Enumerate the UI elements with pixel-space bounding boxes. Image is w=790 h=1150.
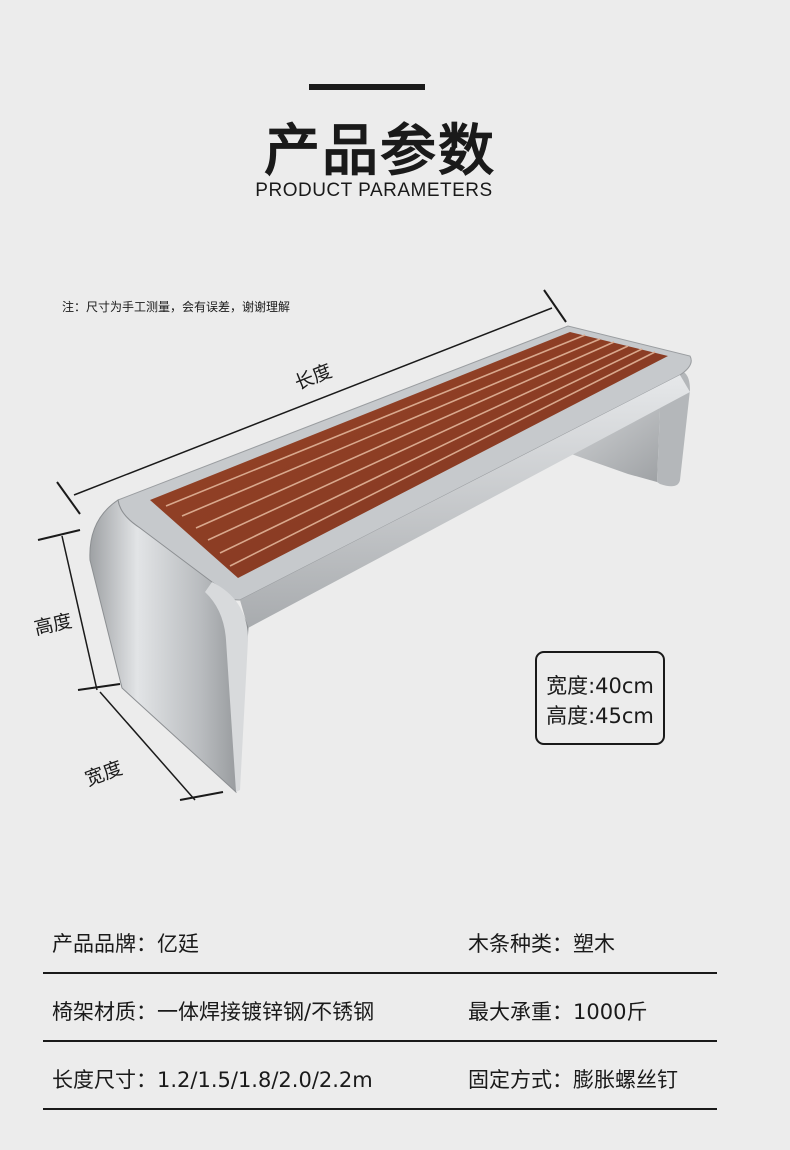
size-spec-box: 宽度:40cm 高度:45cm	[535, 651, 665, 745]
length-label: 长度	[292, 360, 335, 395]
title-accent-bar	[309, 84, 425, 90]
spec-height: 高度:45cm	[546, 704, 654, 728]
param-length: 长度尺寸：1.2/1.5/1.8/2.0/2.2m	[52, 1068, 373, 1092]
width-label: 宽度	[82, 757, 125, 791]
bench-left-leg	[89, 499, 249, 794]
params-row: 椅架材质：一体焊接镀锌钢/不锈钢 最大承重：1000斤	[43, 974, 717, 1042]
param-frame-material: 椅架材质：一体焊接镀锌钢/不锈钢	[52, 1000, 375, 1024]
param-brand: 产品品牌：亿廷	[52, 932, 199, 956]
bench-wood-slats	[150, 332, 668, 578]
height-label: 高度	[32, 610, 74, 640]
params-table: 产品品牌：亿廷 木条种类：塑木 椅架材质：一体焊接镀锌钢/不锈钢 最大承重：10…	[43, 916, 717, 1110]
params-row: 产品品牌：亿廷 木条种类：塑木	[43, 916, 717, 974]
param-max-load: 最大承重：1000斤	[468, 1000, 648, 1024]
param-fixing-method: 固定方式：膨胀螺丝钉	[468, 1068, 678, 1092]
params-row: 长度尺寸：1.2/1.5/1.8/2.0/2.2m 固定方式：膨胀螺丝钉	[43, 1042, 717, 1110]
measurement-note: 注：尺寸为手工测量，会有误差，谢谢理解	[62, 300, 291, 314]
page-subtitle: PRODUCT PARAMETERS	[255, 180, 493, 201]
bench-diagram: 长度 高度 宽度	[32, 289, 692, 801]
param-wood-type: 木条种类：塑木	[468, 932, 615, 956]
spec-width: 宽度:40cm	[546, 674, 654, 698]
page-title: 产品参数	[264, 119, 496, 184]
